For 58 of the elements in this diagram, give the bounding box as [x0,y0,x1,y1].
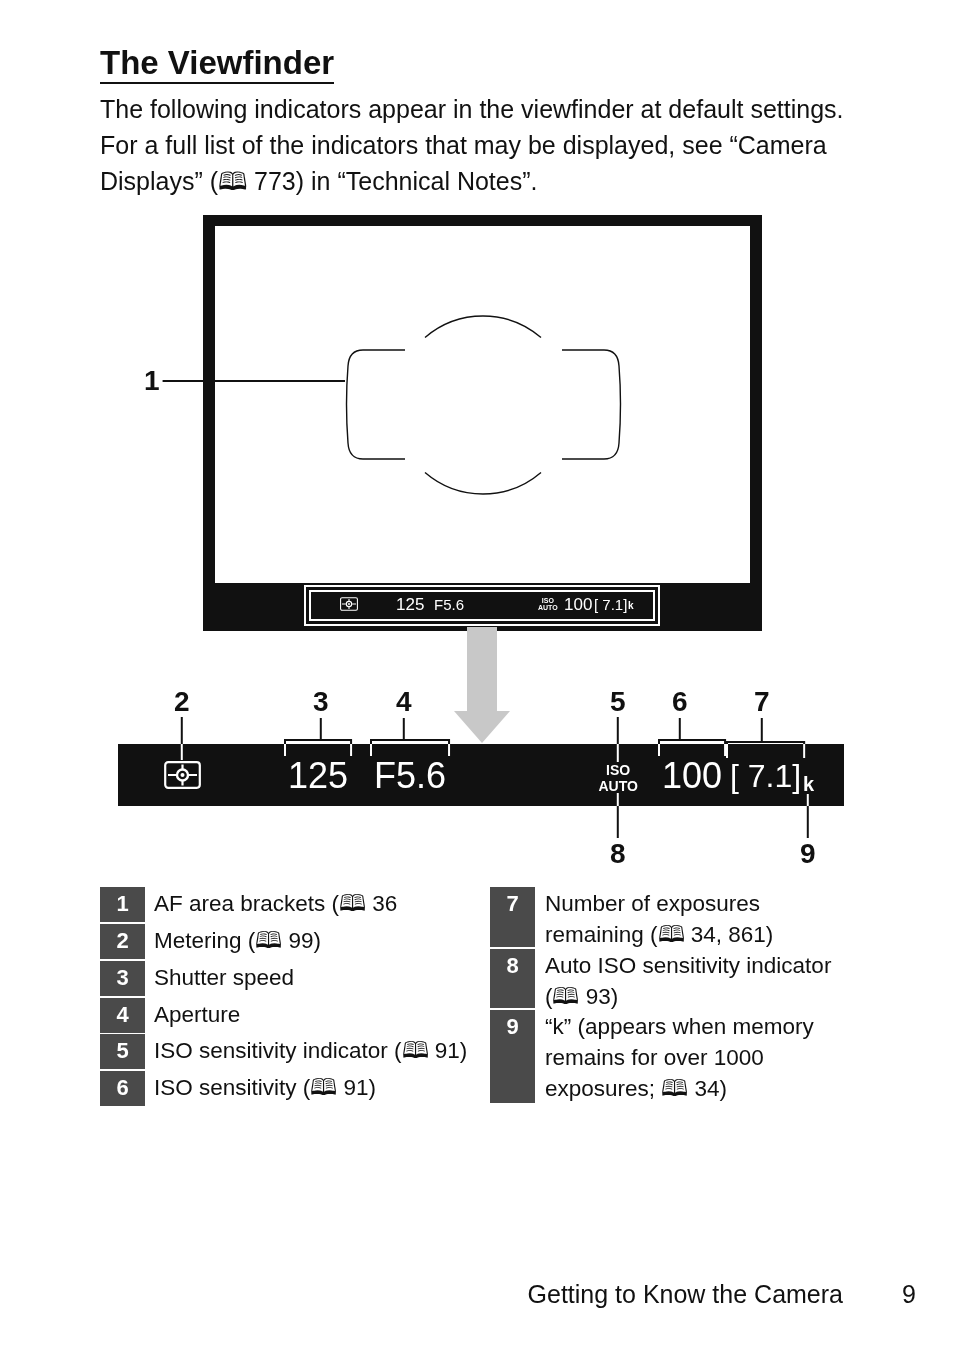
item-description: Auto ISO sensitivity indicator (🕮 93) [545,952,833,1011]
lcd-readout: 100 [564,596,593,613]
lcd-readout: [ 7.1] [730,760,802,792]
display-bar [304,585,660,626]
callout-number: 4 [396,688,412,716]
lcd-readout: k [803,774,815,794]
leader-line [616,716,619,763]
leader-line [284,717,353,757]
item-number: 3 [100,961,145,996]
lcd-readout: 125 [396,596,425,613]
metering-icon [164,761,201,789]
item-number: 7 [490,887,535,947]
intro-paragraph: The following indicators appear in the viewfinder at default settings. For a full list of the indicators that may be displayed, see “Camera Displays” (🕮 773) in “Technical Notes”. [100,94,845,197]
callout-number: 9 [800,840,816,868]
item-number: 2 [100,924,145,959]
page-title: The Viewfinder [100,44,335,84]
lcd-readout: F5.6 [374,758,447,794]
lcd-readout: 100 [662,758,723,794]
item-number: 5 [100,1034,145,1069]
item-number: 6 [100,1071,145,1106]
leader-line [726,717,806,759]
callout-number: 7 [754,688,770,716]
af-area-brackets [345,314,623,496]
lcd-readout: ISO [606,763,631,777]
item-number: 9 [490,1010,535,1103]
lcd-readout: [ 7.1] [594,597,628,612]
item-description: Aperture [154,1001,242,1029]
leader-line [370,717,451,757]
lcd-readout: k [628,601,634,611]
leader-line [806,793,809,839]
lcd-readout: 125 [288,758,349,794]
callout-number: 3 [313,688,329,716]
item-description: AF area brackets (🕮 36 [154,890,399,918]
item-description: Metering (🕮 99) [154,927,323,955]
arrow [454,627,510,743]
item-number: 4 [100,998,145,1033]
item-description: ISO sensitivity indicator (🕮 91) [154,1037,469,1065]
item-description: Shutter speed [154,964,296,992]
callout-number: 5 [610,688,626,716]
leader-line [180,716,183,761]
callout-number: 6 [672,688,688,716]
page-number: 9 [902,1279,916,1309]
callout-number: 8 [610,840,626,868]
item-description: ISO sensitivity (🕮 91) [154,1074,378,1102]
item-number: 8 [490,949,535,1008]
leader-line [161,380,346,382]
lcd-readout: AUTO [598,779,638,793]
chapter-title: Getting to Know the Camera [527,1279,843,1309]
leader-line [616,792,619,839]
item-description: Number of exposures remaining (🕮 34, 861) [545,890,775,949]
callout-number: 1 [144,367,160,395]
viewfinder-frame [203,215,762,631]
callout-number: 2 [174,688,190,716]
display-bar [118,744,844,806]
item-description: “k” (appears when memory remains for over 1000 exposures; 🕮 34) [545,1013,815,1103]
lcd-readout: F5.6 [434,597,464,612]
item-number: 1 [100,887,145,922]
leader-line [658,717,727,757]
